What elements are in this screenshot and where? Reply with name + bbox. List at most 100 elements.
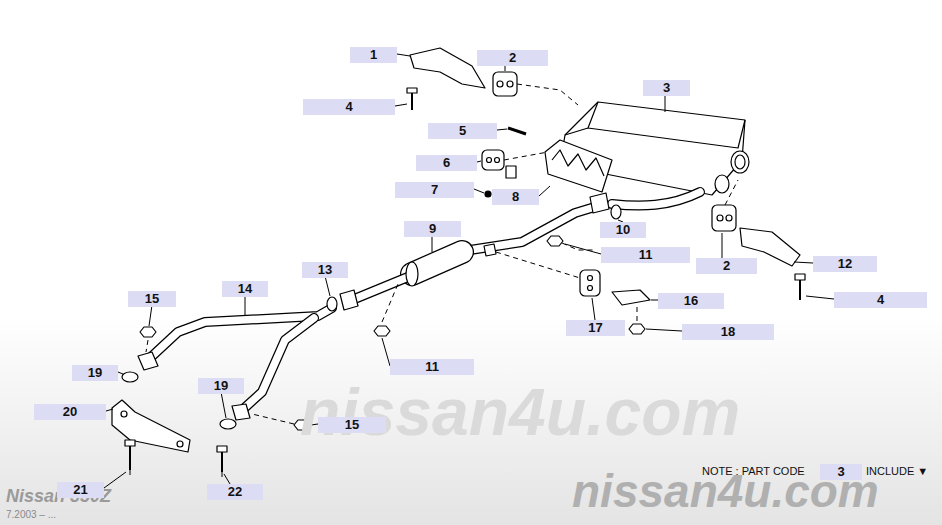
- dashed-guide: [517, 84, 578, 105]
- bolt-head: [125, 440, 135, 446]
- rubber-mount: [712, 205, 736, 231]
- rubber-mount: [580, 270, 600, 296]
- dashed-guide: [130, 470, 222, 478]
- bolt-head: [217, 446, 227, 452]
- bracket-hole: [177, 441, 183, 447]
- bracket: [112, 400, 190, 452]
- callout-box: 10: [600, 222, 646, 238]
- callout-number: 9: [429, 222, 436, 236]
- heat-shield: [545, 140, 612, 192]
- date-range: 7.2003 – ...: [6, 509, 56, 520]
- callout-box: 22: [207, 484, 263, 500]
- flange: [590, 193, 609, 213]
- dashed-guide: [496, 252, 580, 278]
- dashed-guide: [382, 284, 398, 322]
- callout-number: 21: [73, 483, 87, 497]
- mount-hole: [497, 81, 503, 87]
- flange: [340, 290, 358, 310]
- bolt: [506, 166, 516, 178]
- callout-box: 9: [404, 221, 461, 237]
- callout-box: 11: [390, 359, 474, 375]
- pipe-outline: [150, 308, 332, 358]
- callout-number: 15: [345, 418, 359, 432]
- gasket: [122, 372, 138, 382]
- callout-number: 4: [345, 100, 352, 114]
- mount-hole: [588, 286, 593, 291]
- resonator-outline: [412, 252, 462, 274]
- pipe-outline: [352, 277, 408, 300]
- resonator-end: [406, 262, 418, 286]
- callout-number: 13: [318, 263, 332, 277]
- callout-box: 18: [682, 324, 774, 340]
- callout-box: 11: [601, 247, 690, 263]
- callout-number: 19: [88, 366, 102, 380]
- callout-number: 15: [145, 292, 159, 306]
- callout-box: 2: [477, 50, 548, 66]
- callout-box: 12: [813, 256, 877, 272]
- callout-number: 12: [838, 257, 852, 271]
- gasket: [327, 297, 337, 311]
- bolt: [508, 128, 526, 134]
- rubber-mount: [493, 72, 517, 96]
- callout-number: 19: [214, 379, 228, 393]
- callout-box: 14: [222, 281, 268, 297]
- leader-lines: [104, 54, 834, 488]
- gasket: [611, 205, 621, 219]
- callout-box: 4: [834, 292, 927, 308]
- dashed-guide: [637, 307, 638, 321]
- bolt-shank: [130, 446, 222, 472]
- callout-number: 20: [63, 405, 77, 419]
- rubber-mount: [482, 150, 504, 170]
- callout-box: 1: [350, 47, 397, 63]
- gasket: [220, 419, 236, 429]
- flange: [138, 352, 158, 370]
- callout-number: 22: [228, 485, 242, 499]
- heat-shield-ribs: [552, 150, 604, 176]
- pipe-outline: [470, 206, 598, 250]
- callout-box: 3: [820, 464, 862, 480]
- hanger-tab: [484, 244, 496, 256]
- bolt-head: [407, 88, 417, 93]
- callout-box: 16: [658, 293, 724, 309]
- nut: [140, 327, 156, 337]
- callout-box: 21: [57, 482, 104, 498]
- callout-box: 17: [566, 320, 625, 336]
- dashed-guide: [146, 340, 148, 352]
- callout-number: 7: [431, 183, 438, 197]
- callout-box: 2: [696, 258, 757, 274]
- callout-number: 16: [684, 294, 698, 308]
- callout-number: 10: [616, 223, 630, 237]
- parts: [112, 48, 805, 472]
- callout-box: 8: [492, 189, 539, 205]
- pipe-fill: [150, 308, 332, 358]
- dashed-guide: [504, 152, 548, 160]
- dashed-guide: [252, 414, 294, 424]
- callout-box: 15: [318, 417, 386, 433]
- mount-hole: [717, 215, 723, 221]
- bolt-shank: [799, 280, 801, 300]
- callout-box: 5: [428, 123, 497, 139]
- bracket-hole: [121, 411, 127, 417]
- callout-box: 15: [128, 291, 176, 307]
- callout-number: 1: [370, 48, 377, 62]
- mount-hole: [726, 215, 732, 221]
- flange: [232, 404, 250, 420]
- callout-number: 3: [837, 465, 844, 479]
- mount-hole: [487, 158, 492, 163]
- watermark: nissan4u.com: [300, 376, 740, 449]
- muffler-edge: [565, 102, 745, 148]
- tail-tip-inner: [735, 155, 745, 169]
- callout-box: 19: [72, 365, 118, 381]
- nut: [629, 324, 645, 334]
- callout-box: 20: [34, 404, 106, 420]
- callout-box: 19: [198, 378, 244, 394]
- mount-hole: [588, 276, 593, 281]
- callout-number: 3: [663, 81, 670, 95]
- pipe-fill: [470, 206, 598, 250]
- callout-number: 11: [639, 248, 653, 262]
- callout-number: 2: [509, 51, 516, 65]
- dashed-guide: [725, 180, 738, 205]
- hanger-bracket: [410, 48, 485, 88]
- pipe-fill: [352, 277, 408, 300]
